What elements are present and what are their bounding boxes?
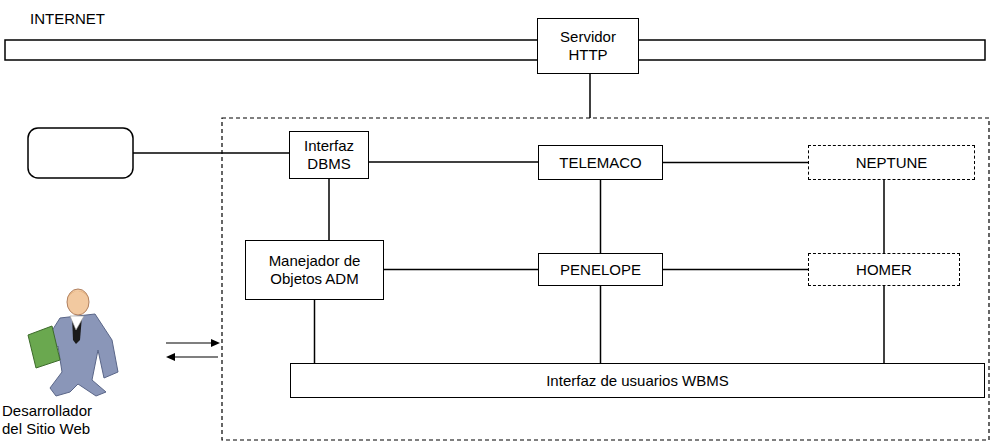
process-box: PENELOPE xyxy=(538,253,663,286)
connector xyxy=(663,269,808,271)
system-boundary xyxy=(222,118,989,440)
connector xyxy=(384,269,538,271)
connector xyxy=(600,180,602,253)
box-label: PENELOPE xyxy=(560,261,641,279)
box-label: Servidor HTTP xyxy=(544,28,632,64)
connector xyxy=(314,300,316,363)
process-box: HOMER xyxy=(808,253,960,286)
box-label: Interfaz de usuarios WBMS xyxy=(546,372,729,390)
connector xyxy=(600,286,602,363)
database-link xyxy=(133,152,291,154)
interaction-arrows xyxy=(166,339,220,361)
process-box: Interfaz DBMS xyxy=(289,131,369,179)
process-box: Servidor HTTP xyxy=(537,18,639,74)
box-label: TELEMACO xyxy=(559,154,642,172)
internet-band xyxy=(5,40,985,60)
connector xyxy=(328,179,330,240)
box-label: HOMER xyxy=(856,261,912,279)
database-box xyxy=(28,128,133,178)
connector xyxy=(883,286,885,363)
box-label: Interfaz DBMS xyxy=(296,137,362,173)
process-box: Manejador de Objetos ADM xyxy=(245,240,384,300)
server-link xyxy=(589,74,591,118)
process-box: NEPTUNE xyxy=(808,145,975,180)
box-label: Manejador de Objetos ADM xyxy=(252,252,377,288)
developer-figure xyxy=(28,289,118,396)
box-label: NEPTUNE xyxy=(856,154,928,172)
connector xyxy=(663,162,808,164)
network-label: INTERNET xyxy=(30,10,150,28)
actor-label: Desarrollador del Sitio Web xyxy=(2,402,114,438)
process-box: Interfaz de usuarios WBMS xyxy=(290,363,985,398)
process-box: TELEMACO xyxy=(538,145,663,180)
connector xyxy=(369,161,538,163)
connector xyxy=(883,180,885,253)
